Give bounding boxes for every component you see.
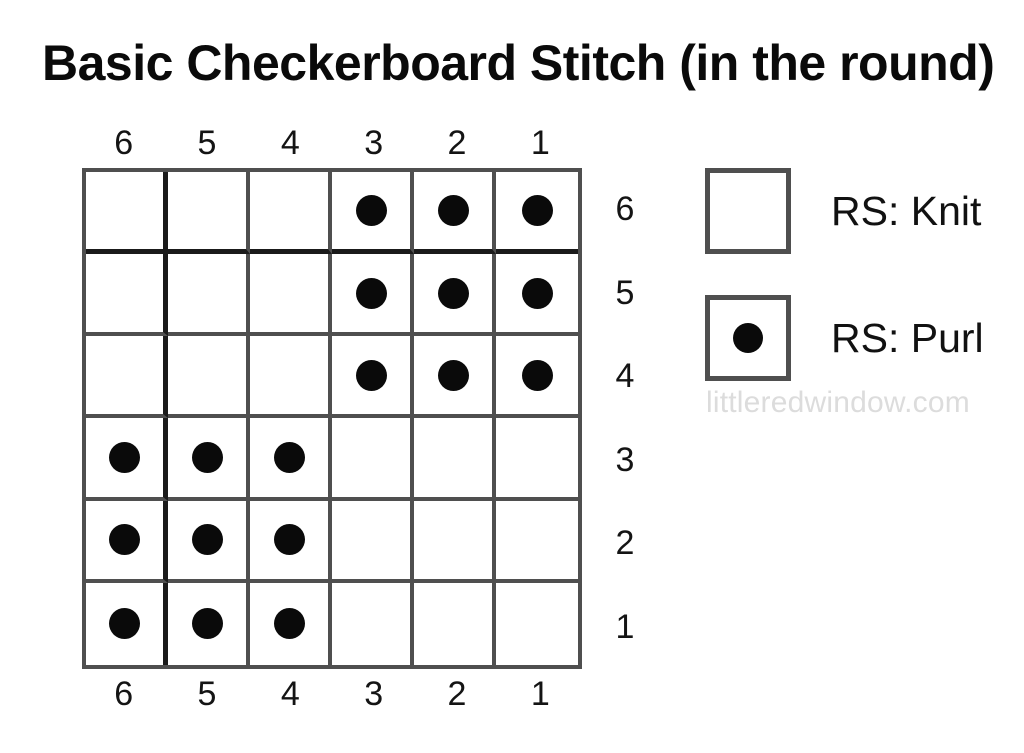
purl-dot-icon <box>109 524 140 556</box>
stitch-cell-purl <box>496 336 578 419</box>
legend-label-purl: RS: Purl <box>831 314 984 361</box>
stitch-cell-knit <box>414 582 496 665</box>
column-label-top: 4 <box>280 124 300 162</box>
watermark: littleredwindow.com <box>706 386 970 419</box>
purl-dot-icon <box>191 608 223 640</box>
stitch-cell-purl <box>168 418 250 501</box>
stitch-cell-knit <box>86 172 168 255</box>
purl-dot-icon <box>355 359 387 391</box>
stitch-cell-purl <box>250 500 332 583</box>
column-label-bottom: 4 <box>280 675 300 713</box>
stitch-cell-knit <box>168 336 250 419</box>
legend-label-knit: RS: Knit <box>831 187 982 234</box>
stitch-cell-purl <box>496 172 578 255</box>
stitch-cell-knit <box>414 500 496 583</box>
stitch-cell-purl <box>414 172 496 255</box>
stitch-grid <box>82 168 582 669</box>
row-label: 6 <box>615 190 635 229</box>
row-label: 4 <box>615 357 635 396</box>
column-label-bottom: 2 <box>447 675 467 713</box>
purl-dot-icon <box>273 524 305 556</box>
stitch-cell-knit <box>496 582 578 665</box>
purl-dot-icon <box>437 195 469 227</box>
knit-swatch-icon <box>705 168 791 254</box>
stitch-cell-knit <box>168 172 250 255</box>
purl-dot-icon <box>191 524 223 556</box>
stitch-cell-purl <box>414 254 496 337</box>
column-labels-top: 6 5 4 3 2 1 <box>82 123 582 163</box>
stitch-cell-knit <box>250 172 332 255</box>
stitch-cell-knit <box>250 254 332 337</box>
purl-dot-icon <box>191 442 223 474</box>
purl-dot-icon <box>733 323 763 353</box>
stitch-chart: 6 5 4 3 2 1 6 5 4 3 2 1 6 5 4 3 2 1 <box>82 124 634 713</box>
stitch-cell-knit <box>414 418 496 501</box>
stitch-cell-purl <box>86 418 168 501</box>
purl-dot-icon <box>355 195 387 227</box>
purl-dot-icon <box>521 359 553 391</box>
stitch-cell-knit <box>250 336 332 419</box>
stitch-cell-purl <box>168 500 250 583</box>
stitch-cell-knit <box>86 336 168 419</box>
stitch-cell-knit <box>86 254 168 337</box>
stitch-cell-knit <box>332 582 414 665</box>
page-title: Basic Checkerboard Stitch (in the round) <box>42 35 995 91</box>
purl-dot-icon <box>273 442 305 474</box>
purl-dot-icon <box>521 277 553 309</box>
column-label-bottom: 5 <box>197 675 217 713</box>
stitch-cell-knit <box>496 418 578 501</box>
purl-dot-icon <box>273 608 305 640</box>
stitch-cell-knit <box>496 500 578 583</box>
column-label-top: 2 <box>447 124 467 162</box>
purl-swatch-icon <box>705 295 791 381</box>
stitch-cell-purl <box>414 336 496 419</box>
stitch-cell-knit <box>332 418 414 501</box>
purl-dot-icon <box>109 442 140 474</box>
column-labels-bottom: 6 5 4 3 2 1 <box>82 674 582 714</box>
purl-dot-icon <box>521 195 553 227</box>
row-label: 3 <box>615 440 635 479</box>
row-labels: 6 5 4 3 2 1 <box>590 168 660 669</box>
stitch-cell-purl <box>332 336 414 419</box>
column-label-bottom: 3 <box>364 675 384 713</box>
stitch-cell-knit <box>168 254 250 337</box>
stitch-cell-knit <box>332 500 414 583</box>
column-label-top: 6 <box>114 124 134 162</box>
purl-dot-icon <box>109 608 140 640</box>
column-label-bottom: 6 <box>114 675 134 713</box>
stitch-cell-purl <box>250 418 332 501</box>
stitch-cell-purl <box>168 582 250 665</box>
row-label: 5 <box>615 273 635 312</box>
stitch-cell-purl <box>250 582 332 665</box>
stitch-cell-purl <box>496 254 578 337</box>
row-label: 2 <box>615 524 635 563</box>
legend-item-knit: RS: Knit <box>705 168 981 254</box>
stitch-cell-purl <box>332 172 414 255</box>
row-label: 1 <box>615 607 635 646</box>
stitch-cell-purl <box>332 254 414 337</box>
stitch-cell-purl <box>86 582 168 665</box>
stitch-cell-purl <box>86 500 168 583</box>
purl-dot-icon <box>355 277 387 309</box>
legend-item-purl: RS: Purl <box>705 295 984 381</box>
purl-dot-icon <box>437 277 469 309</box>
purl-dot-icon <box>437 359 469 391</box>
column-label-top: 1 <box>530 124 550 162</box>
column-label-top: 3 <box>364 124 384 162</box>
column-label-bottom: 1 <box>530 675 550 713</box>
column-label-top: 5 <box>197 124 217 162</box>
